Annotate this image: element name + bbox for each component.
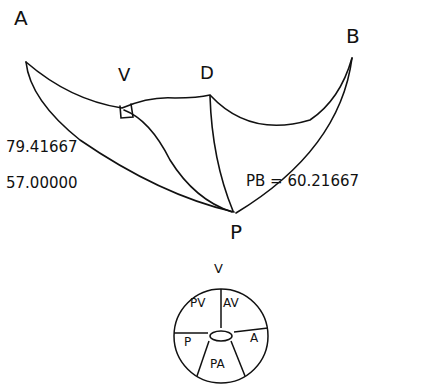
circle-part: PA (210, 358, 225, 370)
vertex-label: B (346, 26, 360, 46)
circle-part: PV (190, 297, 205, 309)
measurement-label: 57.00000 (6, 176, 78, 191)
circle-part: A (250, 332, 258, 344)
measurement-label: PB = 60.21667 (246, 174, 359, 189)
circle-part: AV (223, 297, 239, 309)
circle-heading: V (214, 262, 223, 275)
measurement-label: 79.41667 (6, 140, 78, 155)
vertex-label: A (14, 8, 28, 28)
circle-part: P (184, 336, 191, 348)
vertex-label: V (118, 66, 130, 84)
vertex-label: D (200, 64, 214, 82)
vertex-label: P (230, 222, 242, 242)
napier-circle: VPVAVPAPA (172, 262, 270, 386)
